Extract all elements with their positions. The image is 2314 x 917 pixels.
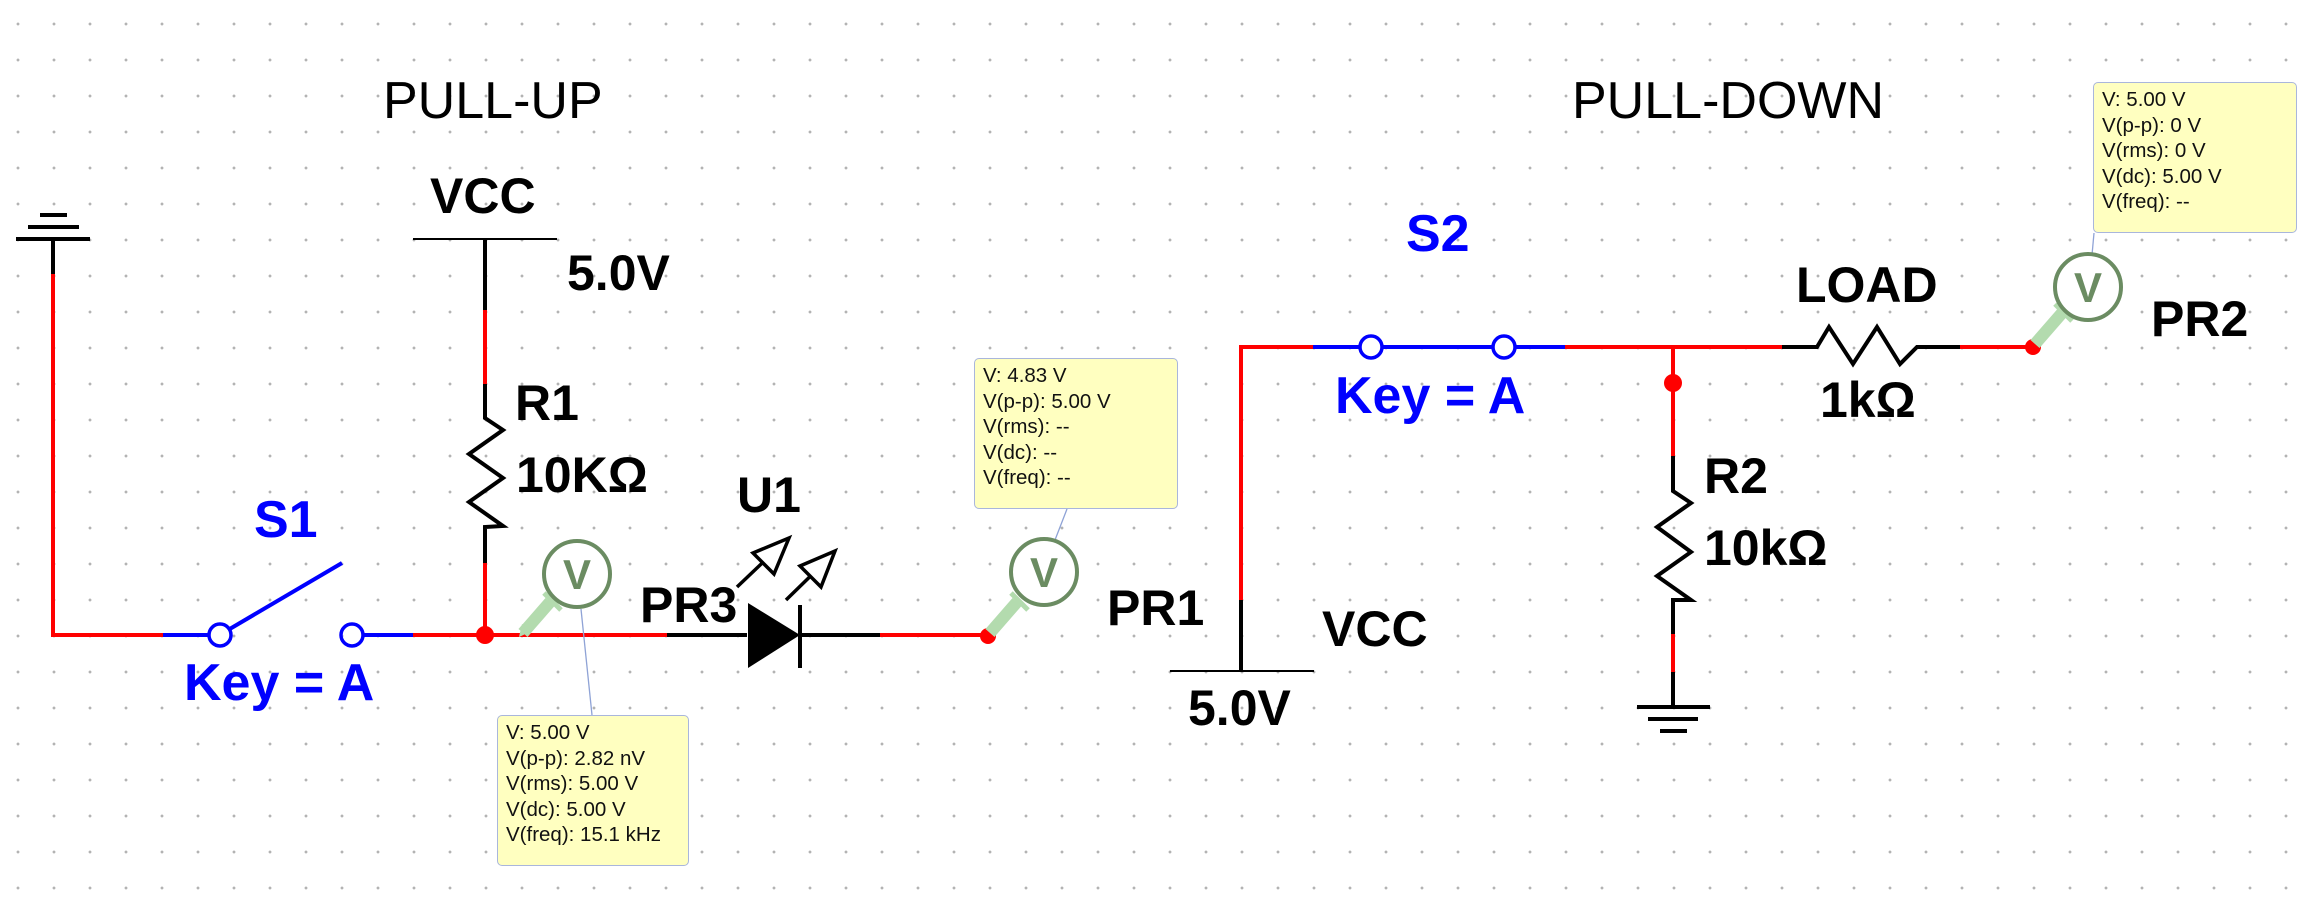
s2-label: S2	[1406, 205, 1470, 263]
wire-ground-to-s1[interactable]	[51, 274, 163, 637]
reading-vdc: V(dc): --	[983, 440, 1058, 464]
vcc-pulldown-label: VCC	[1322, 601, 1428, 657]
pr3-readings-tooltip: V: 5.00 V V(p-p): 2.82 nV V(rms): 5.00 V…	[497, 715, 689, 866]
pr1-label: PR1	[1107, 580, 1204, 636]
vcc-pullup-label: VCC	[430, 168, 536, 224]
voltmeter-icon: V	[563, 551, 591, 598]
voltmeter-icon: V	[1030, 549, 1058, 596]
resistor-load[interactable]	[1782, 323, 1960, 368]
light-emission-arrows-icon	[735, 534, 839, 602]
ground-symbol-r2[interactable]	[1637, 705, 1710, 733]
reading-v: V: 4.83 V	[983, 364, 1067, 387]
r2-label: R2	[1704, 448, 1768, 504]
r2-value: 10kΩ	[1704, 520, 1828, 576]
junction-node-pulldown	[1664, 374, 1682, 392]
pr2-readings-tooltip: V: 5.00 V V(p-p): 0 V V(rms): 0 V V(dc):…	[2093, 82, 2297, 233]
reading-vpp: V(p-p): 2.82 nV	[506, 746, 646, 770]
reading-vrms: V(rms): 0 V	[2102, 139, 2206, 162]
reading-vpp: V(p-p): 0 V	[2102, 113, 2202, 137]
wire-r1-to-node[interactable]	[413, 563, 667, 637]
s1-key-label: Key = A	[184, 654, 374, 712]
vcc-pullup-voltage: 5.0V	[567, 245, 671, 301]
title-pull-down: PULL-DOWN	[1572, 72, 1884, 130]
reading-vfreq: V(freq): --	[983, 466, 1071, 489]
probe-pr1[interactable]: V	[985, 508, 1079, 637]
resistor-r2[interactable]	[1653, 456, 1698, 707]
reading-vrms: V(rms): 5.00 V	[506, 772, 639, 795]
r1-label: R1	[515, 375, 579, 431]
vcc-pulldown-voltage: 5.0V	[1188, 680, 1292, 736]
reading-v: V: 5.00 V	[2102, 88, 2186, 111]
reading-vrms: V(rms): --	[983, 415, 1070, 438]
resistor-r1[interactable]	[465, 384, 509, 563]
pr3-label: PR3	[640, 577, 737, 633]
reading-vdc: V(dc): 5.00 V	[2102, 164, 2222, 188]
ground-symbol-left[interactable]	[16, 213, 90, 274]
switch-s1[interactable]	[163, 561, 413, 648]
reading-vfreq: V(freq): --	[2102, 190, 2190, 213]
title-pull-up: PULL-UP	[383, 72, 603, 130]
reading-vpp: V(p-p): 5.00 V	[983, 389, 1111, 413]
load-value: 1kΩ	[1820, 372, 1916, 428]
led-u1[interactable]	[667, 534, 880, 668]
vcc-source-pulldown[interactable]	[1170, 600, 1314, 672]
reading-v: V: 5.00 V	[506, 721, 590, 744]
junction-node-pullup	[476, 626, 494, 644]
reading-vfreq: V(freq): 15.1 kHz	[506, 823, 661, 846]
wire-s2-to-load[interactable]	[1565, 345, 1782, 456]
load-label: LOAD	[1796, 257, 1938, 313]
pr2-label: PR2	[2151, 291, 2248, 347]
vcc-source-pullup[interactable]	[413, 238, 557, 310]
pr1-readings-tooltip: V: 4.83 V V(p-p): 5.00 V V(rms): -- V(dc…	[974, 358, 1178, 509]
switch-s2[interactable]	[1313, 334, 1565, 360]
r1-value: 10KΩ	[516, 447, 648, 503]
wire-vcc-to-s2[interactable]	[1239, 345, 1313, 600]
probe-pr3[interactable]: V	[518, 539, 612, 716]
reading-vdc: V(dc): 5.00 V	[506, 797, 626, 821]
u1-label: U1	[737, 467, 801, 523]
probe-pr2[interactable]: V	[2030, 232, 2123, 348]
s2-key-label: Key = A	[1335, 367, 1525, 425]
voltmeter-icon: V	[2074, 264, 2102, 311]
s1-label: S1	[254, 491, 318, 549]
